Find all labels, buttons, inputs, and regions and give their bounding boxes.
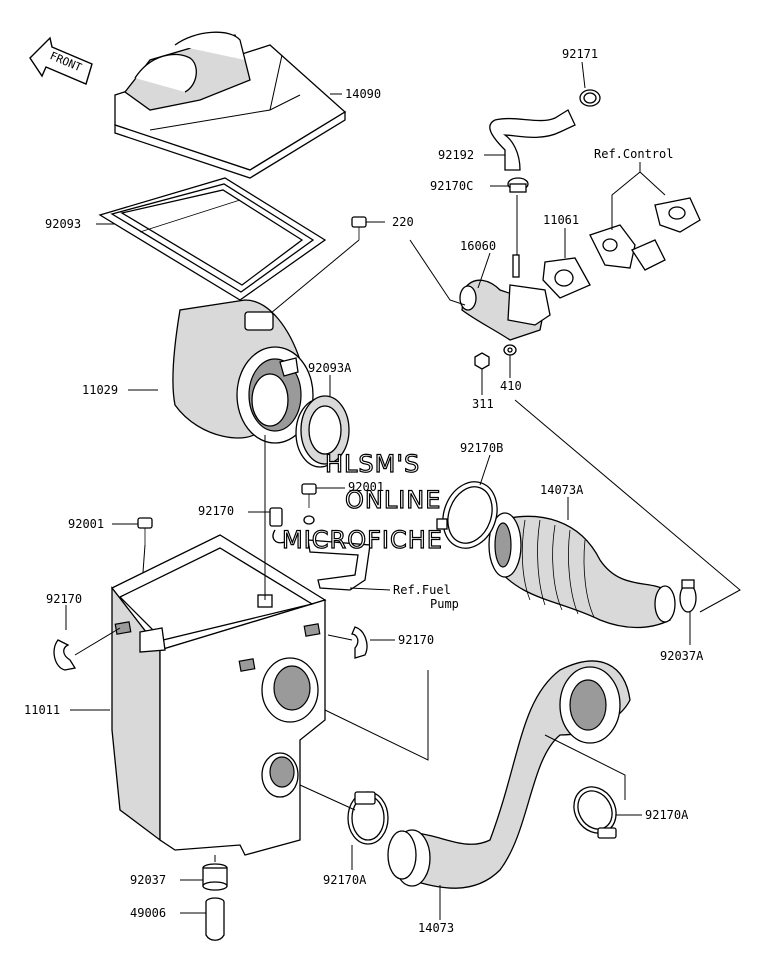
control-reference-parts — [589, 162, 701, 271]
drain-tube-49006-part — [180, 897, 225, 941]
air-cleaner-housing-part — [110, 435, 327, 856]
label-14073a: 14073A — [540, 483, 584, 497]
label-11061: 11061 — [543, 213, 579, 227]
reference-line-center — [324, 670, 429, 761]
screw-220-part — [264, 216, 385, 319]
clamp-92170a-bottom-part — [299, 784, 389, 870]
clamp-92037a-part — [679, 579, 697, 645]
seal-ring-92093a-part — [295, 395, 350, 468]
washer-410-part — [503, 344, 517, 378]
label-410: 410 — [500, 379, 522, 393]
label-ref-control: Ref.Control — [594, 147, 673, 161]
nut-311-part — [474, 352, 490, 395]
label-92170c: 92170C — [430, 179, 473, 193]
label-49006: 49006 — [130, 906, 166, 920]
label-92001-top: 92001 — [348, 480, 384, 494]
intake-duct-14073a-part — [488, 512, 676, 629]
label-92037: 92037 — [130, 873, 166, 887]
label-92170a-right: 92170A — [645, 808, 689, 822]
hose-92192-part — [484, 109, 576, 171]
drain-clamp-92037-part — [180, 855, 228, 891]
label-220: 220 — [392, 215, 414, 229]
label-14073: 14073 — [418, 921, 454, 935]
label-92171: 92171 — [562, 47, 598, 61]
watermark-line-2: ONLINE — [345, 486, 441, 514]
label-11029: 11029 — [82, 383, 118, 397]
clip-92170-left-part — [53, 627, 121, 671]
watermark-line-3: MICROFICHE — [282, 526, 443, 554]
label-ref-fuel: Ref.Fuel — [393, 583, 451, 597]
label-16060: 16060 — [460, 239, 496, 253]
label-92170-left: 92170 — [46, 592, 82, 606]
label-92170b: 92170B — [460, 441, 503, 455]
reference-line-right — [514, 399, 741, 613]
label-92170-top: 92170 — [198, 504, 234, 518]
label-ref-fuel-pump: Pump — [430, 597, 459, 611]
fitting-16060-part — [409, 239, 551, 341]
clip-92170-top-part — [248, 507, 286, 544]
label-92093a: 92093A — [308, 361, 352, 375]
clip-92170-right-part — [327, 626, 395, 659]
label-92093: 92093 — [45, 217, 81, 231]
air-cleaner-cover-part — [114, 31, 347, 179]
label-11011: 11011 — [24, 703, 60, 717]
bolt-92001-top-part — [301, 483, 345, 525]
label-92170-right: 92170 — [398, 633, 434, 647]
fuel-pump-bracket-part — [307, 539, 391, 591]
intake-duct-14073-part — [387, 660, 631, 920]
watermark-line-1: HLSM'S — [325, 450, 420, 478]
gasket-part — [98, 177, 327, 301]
label-311: 311 — [472, 397, 494, 411]
clamp-92170b-part — [436, 454, 498, 549]
label-92170a-bottom: 92170A — [323, 873, 367, 887]
label-92192: 92192 — [438, 148, 474, 162]
label-92037a: 92037A — [660, 649, 704, 663]
clamp-92170c-part — [490, 177, 529, 255]
clamp-92171-part — [579, 61, 601, 107]
front-arrow-icon: FRONT — [29, 36, 93, 85]
clamp-92170a-right-part — [544, 734, 642, 839]
label-14090: 14090 — [345, 87, 381, 101]
label-92001-left: 92001 — [68, 517, 104, 531]
air-filter-element-part — [172, 299, 314, 444]
gasket-11061-part — [542, 228, 591, 299]
